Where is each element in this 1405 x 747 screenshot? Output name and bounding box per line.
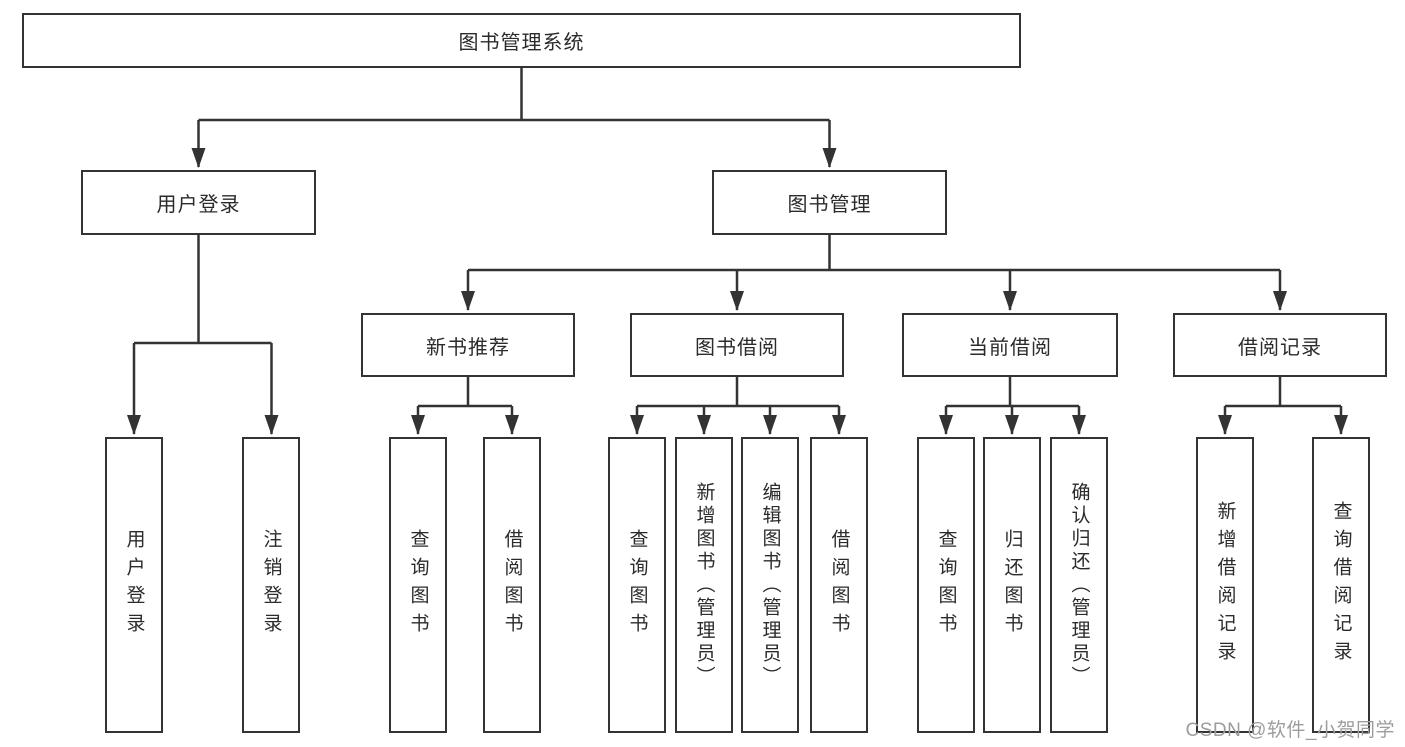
leaf-records-add-record-label: 新增借阅记录 [1214, 501, 1236, 669]
leaf-borrowing-add-books-admin: 新增图书（管理员） [675, 437, 733, 733]
connector-current-borrowing-split [946, 377, 1079, 408]
leaf-newbook-borrow-books: 借阅图书 [483, 437, 541, 733]
leaf-current-confirm-return-admin-label: 确认归还（管理员） [1068, 481, 1090, 689]
node-borrowing-records-label: 借阅记录 [1238, 336, 1322, 359]
node-current-borrowing: 当前借阅 [902, 313, 1118, 377]
connector-book-borrowing-split [637, 377, 839, 408]
leaf-newbook-query-books: 查询图书 [389, 437, 447, 733]
leaf-borrowing-edit-books-admin-label: 编辑图书（管理员） [759, 481, 781, 689]
connector-book-management-split [468, 235, 1280, 272]
leaf-borrowing-query-books-label: 查询图书 [626, 529, 648, 641]
node-book-borrowing: 图书借阅 [630, 313, 844, 377]
node-book-management-label: 图书管理 [787, 194, 872, 216]
node-user-login-label: 用户登录 [156, 194, 241, 216]
leaf-borrowing-edit-books-admin: 编辑图书（管理员） [741, 437, 799, 733]
leaf-current-confirm-return-admin: 确认归还（管理员） [1050, 437, 1108, 733]
leaf-current-query-books: 查询图书 [917, 437, 975, 733]
leaf-current-return-books: 归还图书 [983, 437, 1041, 733]
leaf-records-query-record: 查询借阅记录 [1312, 437, 1370, 733]
leaf-borrowing-add-books-admin-label: 新增图书（管理员） [693, 481, 715, 689]
leaf-borrowing-query-books: 查询图书 [608, 437, 666, 733]
leaf-user-login-label: 用户登录 [123, 529, 145, 641]
leaf-logout: 注销登录 [242, 437, 300, 733]
node-library-management-system: 图书管理系统 [22, 13, 1021, 68]
leaf-newbook-borrow-books-label: 借阅图书 [501, 529, 523, 641]
node-book-management: 图书管理 [712, 170, 947, 235]
node-new-book-recommendation-label: 新书推荐 [426, 336, 510, 359]
node-borrowing-records: 借阅记录 [1173, 313, 1387, 377]
node-library-management-system-label: 图书管理系统 [458, 32, 585, 54]
leaf-records-query-record-label: 查询借阅记录 [1330, 501, 1352, 669]
leaf-borrowing-borrow-books: 借阅图书 [810, 437, 868, 733]
connector-borrowing-records-split [1225, 377, 1341, 408]
node-user-login: 用户登录 [81, 170, 316, 235]
leaf-borrowing-borrow-books-label: 借阅图书 [828, 529, 850, 641]
leaf-newbook-query-books-label: 查询图书 [407, 529, 429, 641]
connector-new-book-split [418, 377, 512, 408]
leaf-user-login: 用户登录 [105, 437, 163, 733]
leaf-current-return-books-label: 归还图书 [1001, 529, 1023, 641]
leaf-logout-label: 注销登录 [260, 529, 282, 641]
leaf-current-query-books-label: 查询图书 [935, 529, 957, 641]
connector-root-split [198, 68, 830, 122]
node-current-borrowing-label: 当前借阅 [968, 336, 1052, 359]
connector-user-login-split [134, 235, 272, 345]
watermark: CSDN @软件_小贺同学 [1185, 720, 1395, 741]
node-book-borrowing-label: 图书借阅 [695, 336, 779, 359]
node-new-book-recommendation: 新书推荐 [361, 313, 575, 377]
leaf-records-add-record: 新增借阅记录 [1196, 437, 1254, 733]
